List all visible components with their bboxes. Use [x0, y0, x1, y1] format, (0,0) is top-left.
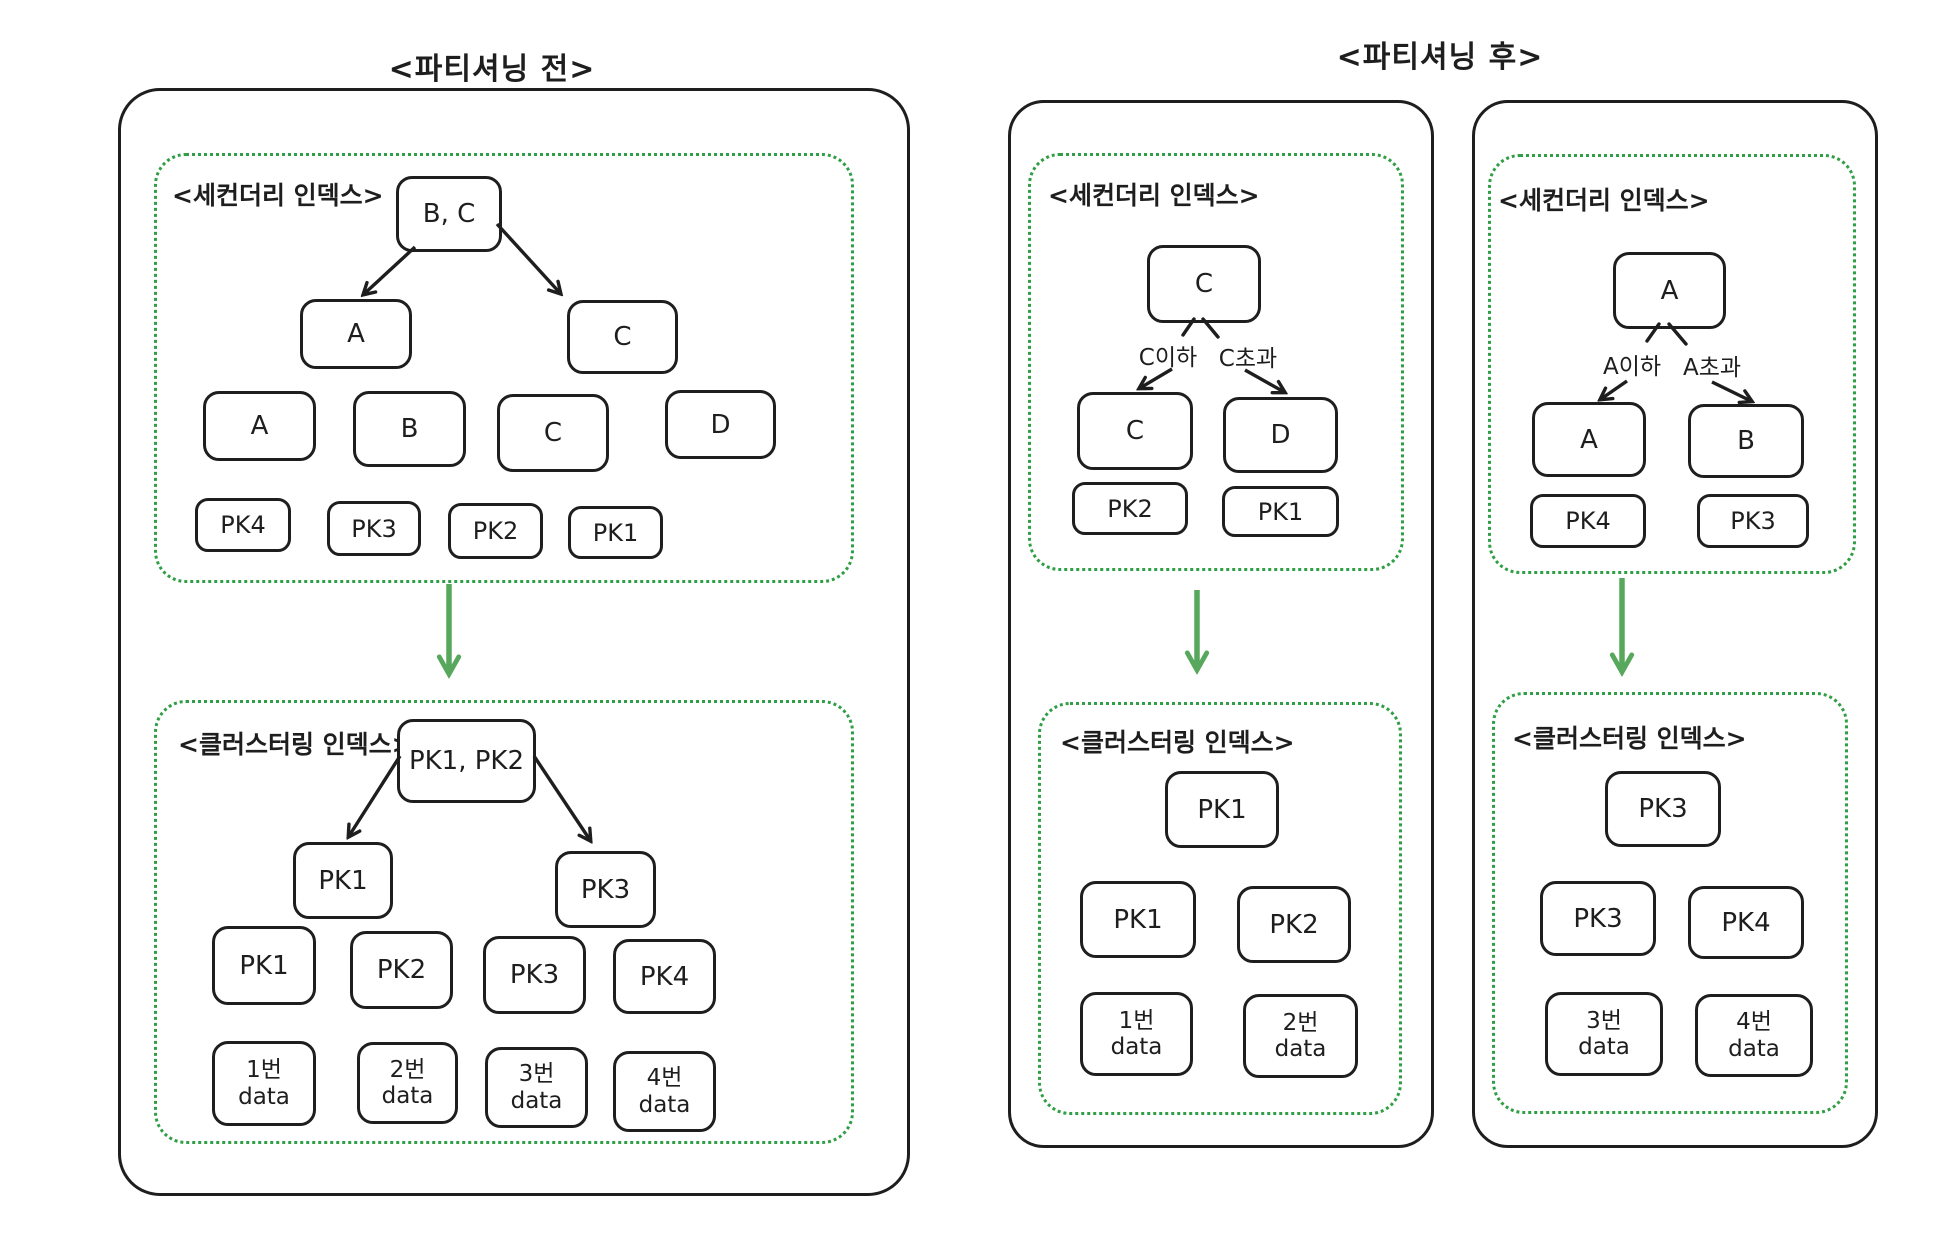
before-clustering-leaf-node: PK4: [613, 939, 716, 1014]
after1-edge-label-lte: C이하: [1138, 345, 1198, 371]
before-clustering-leaf-node: PK1: [212, 926, 316, 1005]
before-secondary-pk-box: PK1: [568, 506, 663, 559]
before-secondary-branch-node: A: [300, 299, 412, 369]
before-secondary-leaf-node: C: [497, 394, 609, 472]
after1-clustering-index-region: [1038, 702, 1402, 1115]
before-secondary-pk-box: PK3: [327, 501, 421, 556]
before-clustering-leaf-node: PK3: [483, 936, 586, 1014]
after2-edge-label-lte: A이하: [1602, 354, 1662, 380]
after1-clustering-index-label: <클러스터링 인덱스>: [1060, 728, 1295, 757]
after1-secondary-branch-node: D: [1223, 397, 1338, 473]
after2-secondary-pk-box: PK4: [1530, 494, 1646, 548]
after1-clustering-leaf-node: PK2: [1237, 886, 1351, 963]
before-secondary-index-region: [154, 153, 854, 583]
before-clustering-index-label: <클러스터링 인덱스>: [178, 730, 413, 759]
before-secondary-leaf-node: D: [665, 390, 776, 459]
after2-clustering-index-label: <클러스터링 인덱스>: [1512, 724, 1747, 753]
after1-secondary-pk-box: PK2: [1072, 482, 1188, 535]
before-secondary-pk-box: PK4: [195, 498, 291, 552]
before-secondary-pk-box: PK2: [448, 503, 543, 559]
after1-secondary-index-label: <세컨더리 인덱스>: [1048, 181, 1260, 210]
title-after-partitioning: <파티셔닝 후>: [1336, 40, 1544, 75]
after2-secondary-branch-node: A: [1532, 402, 1646, 477]
after2-clustering-leaf-node: PK4: [1688, 886, 1804, 959]
before-secondary-index-label: <세컨더리 인덱스>: [172, 181, 384, 210]
after2-secondary-index-label: <세컨더리 인덱스>: [1498, 186, 1710, 215]
after1-clustering-root-node: PK1: [1165, 771, 1279, 848]
after2-edge-label-gt: A초과: [1682, 355, 1742, 381]
before-secondary-branch-node: C: [567, 300, 678, 374]
after1-secondary-index-region: [1028, 153, 1404, 571]
after2-secondary-pk-box: PK3: [1697, 494, 1809, 548]
before-secondary-leaf-node: B: [353, 391, 466, 467]
after1-secondary-pk-box: PK1: [1222, 486, 1339, 537]
before-secondary-leaf-node: A: [203, 391, 316, 461]
title-before-partitioning: <파티셔닝 전>: [388, 52, 596, 87]
before-clustering-branch-node: PK1: [293, 842, 393, 919]
before-secondary-root-node: B, C: [396, 176, 502, 252]
after2-secondary-root-node: A: [1613, 252, 1726, 329]
after2-clustering-index-region: [1492, 692, 1848, 1114]
after2-secondary-index-region: [1488, 154, 1856, 574]
after1-secondary-root-node: C: [1147, 245, 1261, 323]
after2-secondary-branch-node: B: [1688, 404, 1804, 478]
before-clustering-root-node: PK1, PK2: [397, 719, 536, 803]
after2-clustering-leaf-node: PK3: [1540, 881, 1656, 956]
before-clustering-index-region: [154, 700, 854, 1144]
after1-clustering-leaf-node: PK1: [1080, 881, 1196, 958]
after1-edge-label-gt: C초과: [1218, 346, 1278, 372]
after2-clustering-root-node: PK3: [1605, 771, 1721, 847]
after1-secondary-branch-node: C: [1077, 392, 1193, 470]
before-clustering-branch-node: PK3: [555, 851, 656, 928]
before-clustering-leaf-node: PK2: [350, 931, 453, 1009]
